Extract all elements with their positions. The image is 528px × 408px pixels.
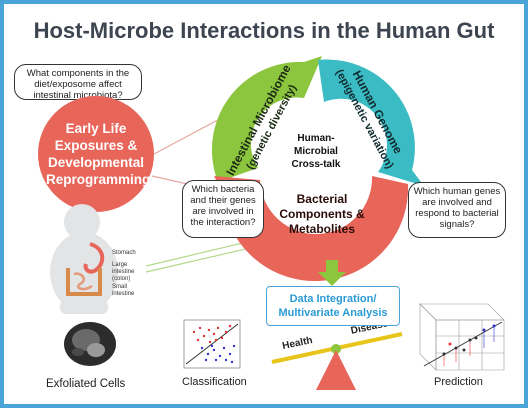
diet-question-bubble: What components in the diet/exposome aff…	[14, 64, 142, 101]
genome-segment	[318, 59, 424, 187]
stomach-label: Stomach	[112, 250, 136, 256]
microbiome-segment	[211, 56, 322, 182]
host-question-bubble: Which human genes are involved and respo…	[408, 182, 506, 238]
host-question-text: Which human genes are involved and respo…	[413, 186, 501, 230]
large-intestine-label: Large intestine (colon)	[112, 262, 135, 282]
early-life-text: Early Life Exposures & Developmental Rep…	[46, 121, 151, 187]
prediction-caption: Prediction	[434, 376, 483, 388]
bacteria-question-bubble: Which bacteria and their genes are invol…	[182, 180, 264, 238]
small-intestine-label: Small intestine	[112, 284, 135, 297]
data-integration-box: Data Integration/ Multivariate Analysis	[266, 286, 400, 326]
cells-caption: Exfoliated Cells	[46, 378, 126, 390]
health-label: Health	[281, 335, 313, 352]
metabolites-label: Bacterial Components & Metabolites	[266, 192, 378, 237]
crosstalk-label: Human-Microbial Cross-talk	[282, 132, 350, 171]
prediction-plot	[419, 303, 505, 371]
early-life-circle: Early Life Exposures & Developmental Rep…	[38, 96, 154, 212]
page-title: Host-Microbe Interactions in the Human G…	[33, 18, 495, 43]
classification-plot	[183, 319, 241, 369]
down-arrow	[318, 260, 346, 286]
metabolites-text: Bacterial Components & Metabolites	[279, 192, 365, 236]
child-silhouette	[50, 204, 118, 314]
diet-question-text: What components in the diet/exposome aff…	[26, 68, 130, 101]
prediction-points	[442, 324, 496, 366]
balance-pivot	[331, 344, 341, 354]
balance-fulcrum	[316, 350, 356, 390]
connector-line	[153, 113, 230, 155]
cycle-diagram: Intestinal Microbiome (genetic diversity…	[50, 56, 505, 390]
crosstalk-text: Human-Microbial Cross-talk	[291, 133, 341, 170]
classification-caption: Classification	[182, 376, 247, 388]
gi-tract-icon	[66, 242, 105, 296]
center-circle	[274, 107, 358, 191]
bacteria-question-text: Which bacteria and their genes are invol…	[190, 184, 256, 228]
exfoliated-cells-image	[60, 318, 122, 370]
data-integration-text: Data Integration/ Multivariate Analysis	[278, 293, 388, 319]
